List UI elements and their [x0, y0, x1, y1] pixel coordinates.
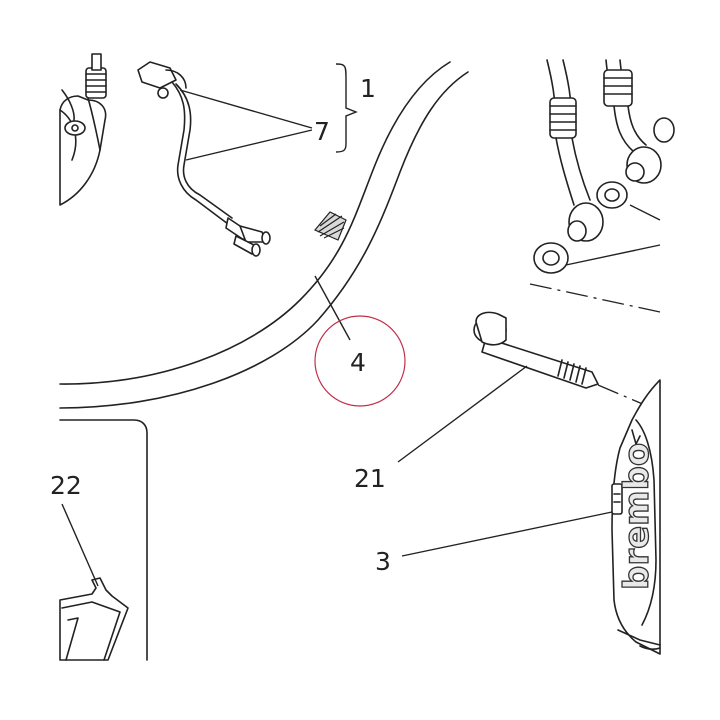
callout-brace-1: [335, 63, 358, 153]
caliper-bolt: [473, 311, 599, 389]
brand-logo: brembo: [617, 443, 657, 590]
callout-highlight-circle: [314, 315, 406, 407]
hose-banjo-fittings: [533, 59, 675, 274]
callout-label-7: 7: [314, 117, 330, 146]
brake-light-switch: [137, 61, 271, 257]
brake-pad-inset: [59, 419, 148, 661]
callout-leader-21: [397, 365, 528, 463]
callout-label-1: 1: [360, 74, 376, 103]
master-cylinder-fitting: [59, 53, 107, 206]
assembly-axis-lower: [597, 384, 646, 406]
callout-label-21: 21: [354, 464, 386, 493]
callout-leader-3: [401, 511, 613, 557]
callout-label-4: 4: [350, 348, 366, 377]
callout-leader-4: [314, 275, 351, 341]
callout-leader-7: [179, 89, 313, 161]
assembly-axis-upper: [529, 283, 661, 313]
callout-label-3: 3: [375, 547, 391, 576]
brake-caliper: [611, 379, 661, 655]
brake-hose: [59, 61, 469, 409]
callout-label-22: 22: [50, 471, 82, 500]
